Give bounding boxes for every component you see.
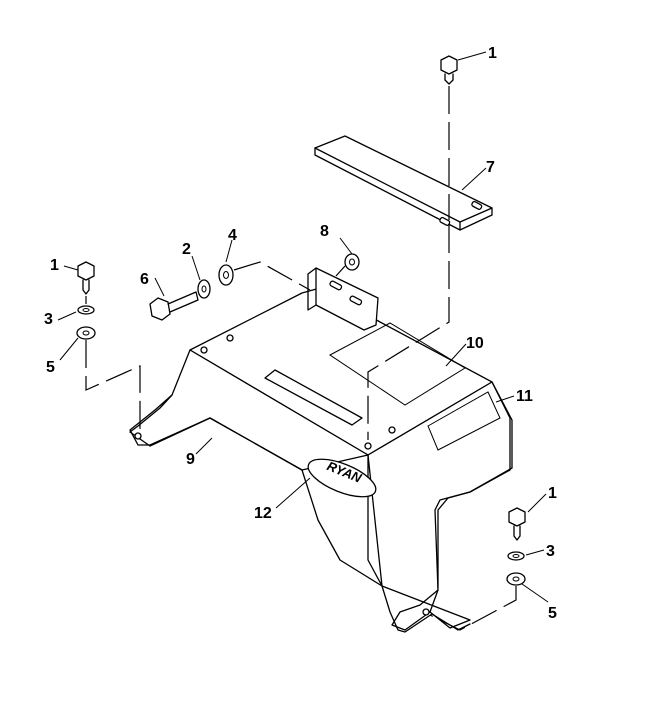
callout-5-left: 5 [46, 359, 55, 376]
callout-5-right: 5 [548, 605, 557, 622]
callout-6: 6 [140, 271, 149, 288]
mounting-bracket [307, 267, 379, 331]
leader-lines [57, 51, 549, 603]
bolt-side [149, 261, 311, 321]
callouts: 1 7 8 2 4 1 6 3 5 10 11 9 12 1 3 5 [44, 45, 557, 622]
callout-11: 11 [516, 388, 533, 405]
callout-8: 8 [320, 223, 329, 240]
assembly-line [367, 225, 450, 440]
nut [335, 253, 360, 277]
bolt-left [76, 261, 141, 430]
callout-7: 7 [486, 159, 495, 176]
callout-4: 4 [228, 227, 237, 244]
bolt-right [429, 507, 526, 631]
callout-3-right: 3 [546, 543, 555, 560]
bolt-top [440, 55, 458, 220]
callout-3-left: 3 [44, 311, 53, 328]
callout-1-left: 1 [50, 257, 59, 274]
callout-2: 2 [182, 241, 191, 258]
callout-1-top: 1 [488, 45, 497, 62]
callout-10: 10 [466, 335, 484, 352]
callout-1-right: 1 [548, 485, 557, 502]
callout-9: 9 [186, 451, 195, 468]
cover-housing [129, 287, 513, 633]
top-plate [314, 135, 493, 231]
callout-12: 12 [254, 505, 272, 522]
